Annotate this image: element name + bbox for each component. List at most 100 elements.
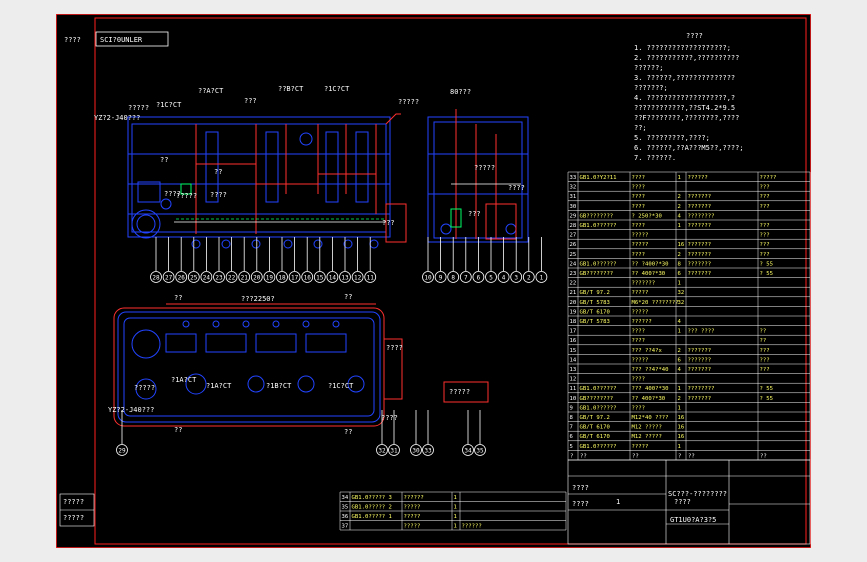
- bom-cell: ???: [760, 223, 770, 229]
- bom-cell: 1: [678, 223, 681, 229]
- bom-cell: ??: [760, 329, 767, 335]
- bom-cell: 1: [678, 329, 681, 335]
- svg-text:29: 29: [118, 448, 126, 455]
- bom-cell: 18: [570, 319, 577, 325]
- bom-cell: 9: [570, 405, 573, 411]
- bom-cell: GB/T 6170: [580, 309, 610, 315]
- bom-cell: M12 ?????: [632, 425, 662, 431]
- bom-cell: 13: [570, 367, 577, 373]
- bom-header-cell: ??: [760, 453, 767, 459]
- bom-cell: ??????: [688, 175, 708, 181]
- bom-cell: GB/T 97.2: [580, 290, 610, 296]
- bom-cell: ?????: [632, 309, 649, 315]
- top-view-label: ????: [164, 190, 181, 198]
- tech-note-line: 3. ??????,??????????????: [634, 74, 736, 82]
- bom-cell: ????: [632, 175, 645, 181]
- svg-text:26: 26: [178, 275, 186, 282]
- bom-cell: 4: [678, 213, 682, 219]
- bom-cell: ????: [632, 204, 645, 210]
- bom-cell: 16: [678, 415, 685, 421]
- bom-cell: ?????: [632, 357, 649, 363]
- bom-header-cell: ??: [580, 453, 587, 459]
- svg-text:14: 14: [329, 275, 337, 282]
- bom-cell: GB1.0??????: [580, 405, 617, 411]
- tech-note-line: ???????;: [634, 84, 668, 92]
- lower-table-cell: ??????: [462, 524, 482, 530]
- bom-cell: ????????: [688, 213, 715, 219]
- svg-text:32: 32: [378, 448, 386, 455]
- left-stamp: [59, 493, 95, 527]
- bom-cell: ??? ??4?*40: [632, 367, 669, 373]
- svg-text:25: 25: [190, 275, 198, 282]
- tech-note-line: 1. ???????????????????;: [634, 44, 731, 52]
- bom-cell: GB1.0??????: [580, 261, 617, 267]
- bom-cell: ???: [760, 204, 770, 210]
- balloon-callout: 30: [410, 410, 422, 456]
- balloon-callout: 23: [213, 237, 225, 283]
- bom-cell: 32: [678, 290, 685, 296]
- bom-cell: ???: [760, 242, 770, 248]
- title-top-text: SCI?0UNLER: [100, 36, 143, 44]
- lower-table-cell: 1: [454, 505, 457, 511]
- bom-cell: ???: [760, 233, 770, 239]
- bom-cell: 32: [570, 185, 577, 191]
- balloon-callout: 14: [326, 237, 339, 283]
- side-view-label: 80???: [450, 88, 472, 96]
- svg-text:31: 31: [390, 448, 398, 455]
- bom-cell: 1: [678, 175, 681, 181]
- bom-cell: 7: [570, 425, 573, 431]
- lower-table-cell: 1: [454, 514, 457, 520]
- title-checker: ????: [572, 500, 589, 508]
- bom-cell: ????: [632, 194, 645, 200]
- bom-cell: ? 55: [760, 396, 773, 402]
- left-stamp-1: ?????: [63, 498, 85, 506]
- bom-cell: 2: [678, 204, 681, 210]
- balloon-callout: 11: [364, 237, 377, 283]
- balloon-callout: 32: [376, 410, 388, 456]
- top-view-label: ?????: [398, 98, 420, 106]
- plan-view-label: ?1C?CT: [328, 382, 354, 390]
- lower-table-cell: 36: [342, 514, 349, 520]
- bom-cell: 30: [570, 204, 577, 210]
- bom-cell: 8: [678, 261, 682, 267]
- svg-text:6: 6: [477, 275, 481, 282]
- svg-text:23: 23: [215, 275, 223, 282]
- plan-view: [117, 311, 381, 423]
- bom-cell: ??: [760, 338, 767, 344]
- tech-note-line: 2. ???????????,??????????: [634, 54, 740, 62]
- bom-cell: GB????????: [580, 271, 614, 277]
- bom-cell: ????????: [688, 386, 715, 392]
- plan-view-label: ?1A?CT: [171, 376, 197, 384]
- svg-text:20: 20: [253, 275, 261, 282]
- bom-cell: 6: [678, 357, 681, 363]
- bom-cell: ?? ?400?*30: [632, 261, 669, 267]
- bom-cell: 8: [570, 415, 574, 421]
- svg-text:17: 17: [291, 275, 299, 282]
- bom-cell: ???????: [688, 204, 712, 210]
- plan-view-label: ?????: [449, 388, 471, 396]
- bom-cell: ?????: [632, 444, 649, 450]
- balloon-callout: 16: [301, 237, 314, 283]
- bom-cell: ???????: [688, 396, 712, 402]
- bom-cell: ????: [632, 405, 645, 411]
- plan-view-label: ????: [386, 344, 403, 352]
- top-view-label: ???: [244, 97, 257, 105]
- svg-text:3: 3: [514, 275, 518, 282]
- bom-cell: ??? ????: [688, 329, 715, 335]
- side-view-green: [450, 208, 462, 228]
- balloon-callout: 33: [422, 410, 434, 456]
- bom-cell: GB/T 5783: [580, 319, 610, 325]
- bom-cell: 31: [570, 194, 577, 200]
- bom-cell: ? 55: [760, 386, 773, 392]
- plan-view-label: ??: [174, 426, 183, 434]
- tech-note-line: ??????;: [634, 64, 664, 72]
- balloon-callout: 29: [116, 410, 128, 456]
- top-view-label: ?????: [128, 104, 150, 112]
- svg-text:21: 21: [241, 275, 249, 282]
- bom-cell: M12*40 ????: [632, 415, 669, 421]
- plan-view-label: ??: [344, 293, 353, 301]
- bom-cell: ??????: [632, 319, 652, 325]
